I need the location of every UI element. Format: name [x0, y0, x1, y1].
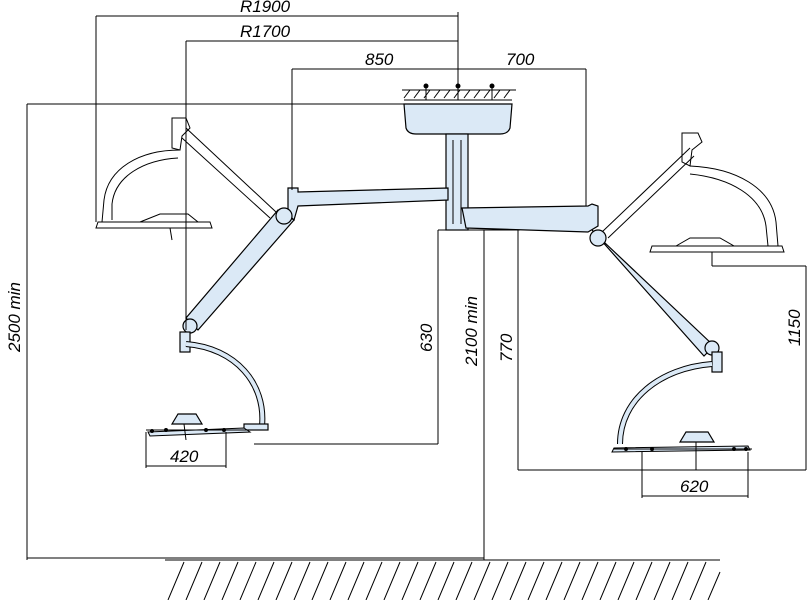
dimension-label-2100-min: 2100 min [462, 296, 481, 367]
dimension-lines [26, 12, 807, 560]
dimension-label-r1700: R1700 [240, 22, 291, 41]
dimension-label-2500-min: 2500 min [5, 282, 24, 353]
dimension-label-620: 620 [680, 477, 709, 496]
yoke-right [617, 361, 713, 445]
dimension-label-r1900: R1900 [240, 0, 291, 16]
ceiling-hatch [402, 83, 516, 101]
lighthead-left-420 [146, 413, 254, 441]
dimension-label-770: 770 [497, 333, 516, 362]
yoke-left [185, 341, 269, 431]
floor-hatch [165, 559, 721, 600]
spring-arm-left [179, 207, 295, 353]
ceiling-canopy [403, 103, 513, 135]
spring-arm-right [589, 229, 723, 373]
ghost-lighthead-right [601, 132, 785, 266]
extension-arm-right [461, 203, 599, 233]
dimension-label-700: 700 [506, 50, 535, 69]
dimension-label-1150: 1150 [785, 309, 804, 346]
dimension-label-420: 420 [170, 447, 199, 466]
dimension-label-630: 630 [417, 323, 436, 352]
extension-arm-left [287, 187, 449, 222]
dimension-label-850: 850 [365, 50, 394, 69]
lighthead-right-620 [611, 431, 752, 470]
